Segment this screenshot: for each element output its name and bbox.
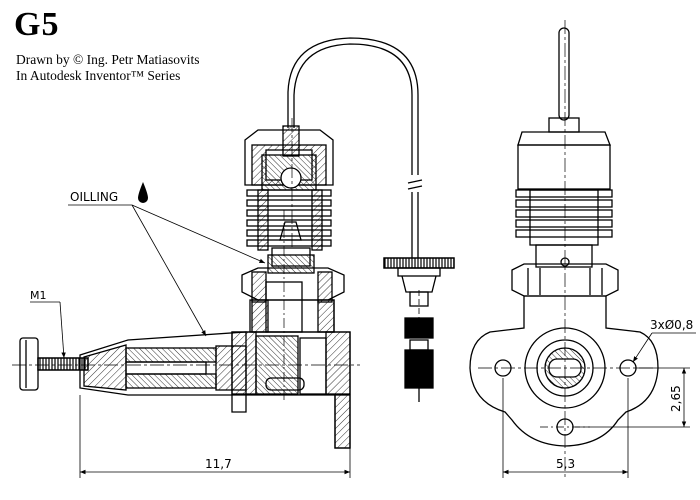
- credit-software: In Autodesk Inventor™ Series: [16, 68, 181, 83]
- holes-label: 3xØ0,8: [650, 318, 693, 332]
- dimension-lines: [30, 204, 696, 478]
- needle-knob: [383, 257, 455, 269]
- thread-label: M1: [30, 289, 47, 302]
- needle-collar: [404, 317, 434, 339]
- side-view: [12, 37, 455, 449]
- front-view: [469, 20, 659, 480]
- dimension-length: 11,7: [205, 457, 232, 471]
- dimension-width: 5,3: [556, 457, 575, 471]
- cooling-fins: [246, 189, 332, 251]
- oil-drop-icon: [138, 182, 148, 203]
- credit-author: Drawn by © Ing. Petr Matiasovits: [16, 52, 200, 67]
- fuel-tube: [287, 37, 419, 175]
- dimension-height: 2,65: [669, 385, 683, 412]
- drawing-title: G5: [14, 6, 60, 43]
- oilling-label: OILLING: [70, 190, 118, 204]
